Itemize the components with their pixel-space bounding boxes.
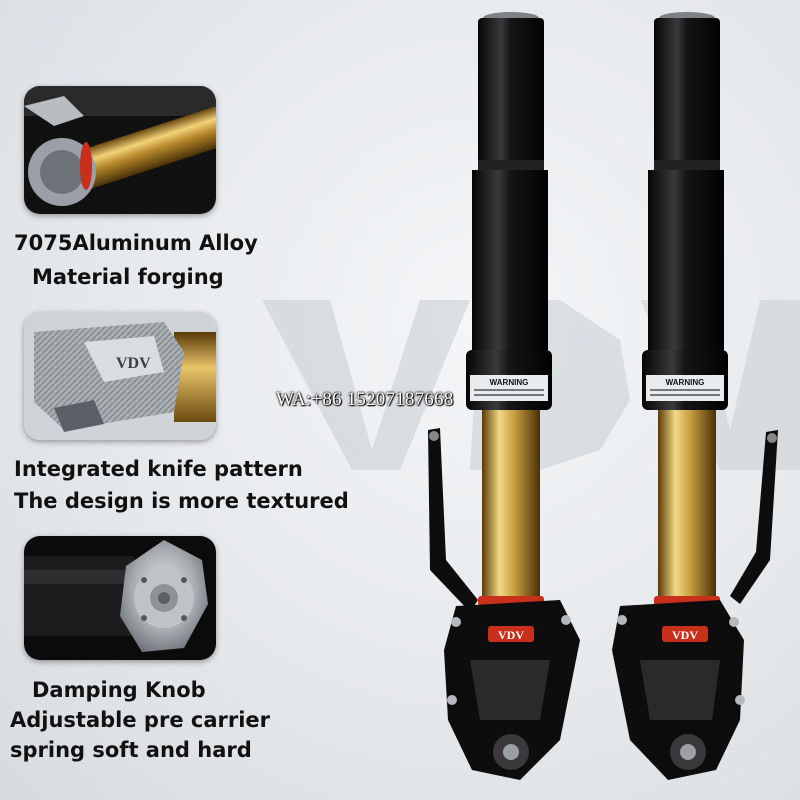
feature-3-line2: Adjustable pre carrier xyxy=(10,708,270,732)
thumb-logo-text: VDV xyxy=(116,355,151,372)
right-fork-logo: VDV xyxy=(672,628,698,642)
feature-3-line3: spring soft and hard xyxy=(10,738,252,762)
left-fork: WARNING VDV xyxy=(428,12,580,780)
left-warning-label: WARNING xyxy=(490,378,529,387)
damping-knob-closeup-image xyxy=(24,536,216,660)
left-fork-logo: VDV xyxy=(498,628,524,642)
feature-2-subtitle: The design is more textured xyxy=(14,489,349,513)
right-fork: WARNING VDV xyxy=(612,12,778,780)
right-warning-label: WARNING xyxy=(666,378,705,387)
knife-pattern-closeup-image: VDV xyxy=(24,312,216,440)
feature-2-title: Integrated knife pattern xyxy=(14,457,303,481)
feature-1-title: 7075Aluminum Alloy xyxy=(14,231,258,255)
alloy-closeup-image xyxy=(24,86,216,214)
feature-3-title: Damping Knob xyxy=(32,678,206,702)
contact-watermark: WA:+86 15207187668 xyxy=(276,389,454,410)
feature-1-subtitle: Material forging xyxy=(32,265,224,289)
